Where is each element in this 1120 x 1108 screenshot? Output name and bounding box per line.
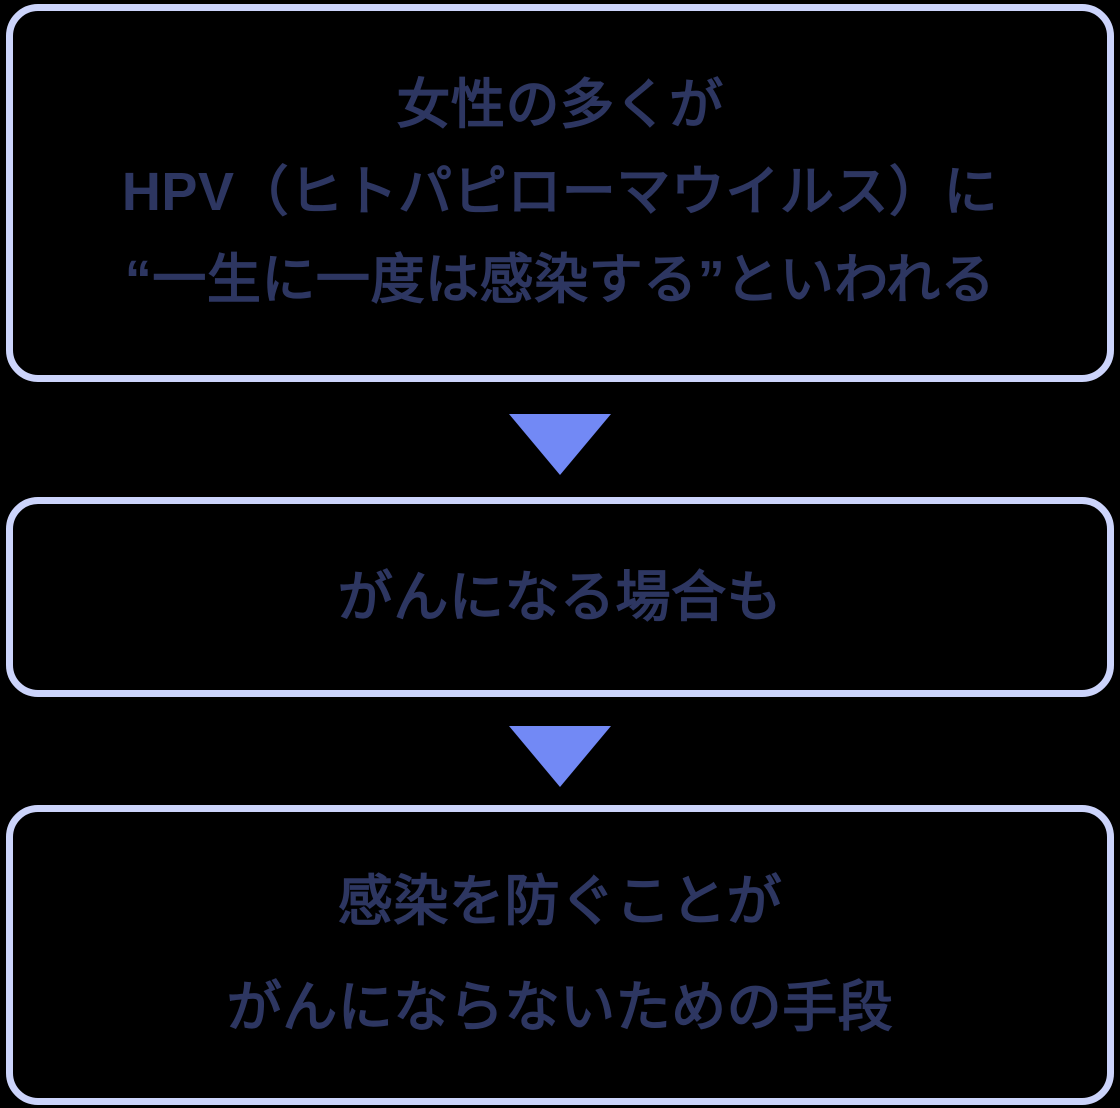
arrow-down-icon-2 — [509, 726, 611, 787]
flow-step-box-1: 女性の多くが HPV（ヒトパピローマウイルス）に “一生に一度は感染する”といわ… — [6, 4, 1114, 382]
flow-step-2-line-1: がんになる場合も — [337, 565, 783, 628]
flow-step-box-2: がんになる場合も — [6, 497, 1114, 697]
flow-step-1-line-2: HPV（ヒトパピローマウイルス）に — [121, 162, 999, 223]
arrow-down-icon-1 — [509, 414, 611, 475]
flow-step-1-line-3: “一生に一度は感染する”といわれる — [124, 249, 996, 310]
flow-step-1-line-1: 女性の多くが — [396, 74, 724, 135]
flow-step-3-line-2: がんにならないための手段 — [226, 976, 894, 1038]
flow-step-3-line-1: 感染を防ぐことが — [337, 870, 783, 933]
flow-step-box-3: 感染を防ぐことが がんにならないための手段 — [6, 805, 1114, 1105]
